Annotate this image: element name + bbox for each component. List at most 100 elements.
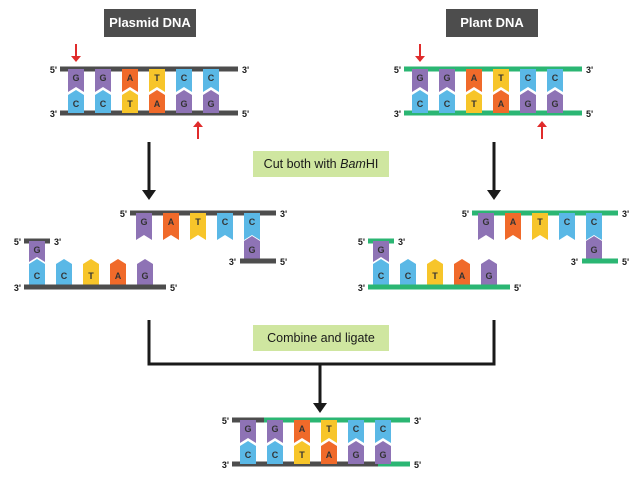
- plant-left-top-base: [373, 241, 389, 262]
- plant-site-bottom-base: [547, 90, 563, 113]
- product-bottom-base-letter: G: [379, 450, 386, 460]
- plasmid-right-top-base-letter: T: [195, 217, 201, 227]
- plant-site-bottom-base-letter: T: [471, 99, 477, 109]
- plasmid-right-top-base-letter: C: [249, 217, 256, 227]
- plasmid-left-top-5-end: 5': [14, 237, 21, 247]
- plasmid-right-top-base-letter: C: [222, 217, 229, 227]
- plasmid-left-bottom-base-letter: G: [141, 271, 148, 281]
- plant-site-bottom-base-letter: C: [417, 99, 424, 109]
- plant-left-bottom-base-letter: G: [485, 271, 492, 281]
- plant-left-bottom-base: [454, 259, 470, 285]
- plant-site-bottom-3-end: 3': [394, 109, 401, 119]
- plasmid-site-top-base-letter: C: [208, 73, 215, 83]
- plant-right-bottom-base-letter: G: [590, 245, 597, 255]
- product-bottom-3-end: 3': [222, 460, 229, 470]
- plant-site-bottom-base-letter: G: [551, 99, 558, 109]
- plant-left-top-3-end: 3': [398, 237, 405, 247]
- plasmid-site-bottom-base-letter: C: [100, 99, 107, 109]
- plasmid-right-top-base-letter: G: [140, 217, 147, 227]
- plant-site-bottom-5-end: 5': [586, 109, 593, 119]
- plasmid-left-bottom-base: [29, 259, 45, 285]
- plasmid-site-bottom-base-letter: A: [154, 99, 161, 109]
- plant-site-top-base-letter: G: [443, 73, 450, 83]
- plasmid-left-bottom-base: [110, 259, 126, 285]
- plasmid-left-bottom-base-letter: A: [115, 271, 122, 281]
- plasmid-left-top-3-end: 3': [54, 237, 61, 247]
- plant-right-top-base: [586, 213, 602, 240]
- plasmid-right-bottom-base-letter: G: [248, 245, 255, 255]
- plasmid-site-top-base: [95, 69, 111, 92]
- plant-cut-arrow-head: [487, 190, 501, 200]
- plant-left-top-5-end: 5': [358, 237, 365, 247]
- plant-site-bottom-base-letter: A: [498, 99, 505, 109]
- plasmid-site-top-base: [203, 69, 219, 92]
- plant-right-top-base-letter: C: [564, 217, 571, 227]
- plasmid-cut-arrow-head: [142, 190, 156, 200]
- plasmid-site-top-5-end: 5': [50, 65, 57, 75]
- product-bottom-base: [375, 441, 391, 464]
- plant-site-top-base: [520, 69, 536, 92]
- plant-site-top-base: [412, 69, 428, 92]
- plasmid-site-top-base-letter: G: [72, 73, 79, 83]
- plant-site-bottom-base-letter: C: [444, 99, 451, 109]
- plasmid-site-bottom-base-letter: G: [207, 99, 214, 109]
- plasmid-right-bottom-5-end: 5': [280, 257, 287, 267]
- plasmid-right-bottom-3-end: 3': [229, 257, 236, 267]
- plasmid-site-bottom-base: [122, 90, 138, 113]
- plant-site-bottom-base: [493, 90, 509, 113]
- plant-site-top-base-letter: C: [552, 73, 559, 83]
- plant-site-bottom-base: [520, 90, 536, 113]
- product-bottom-base: [267, 441, 283, 464]
- plant-left-bottom-strand: [368, 284, 510, 290]
- plant-right-top-base: [505, 213, 521, 240]
- product-bottom-5-end: 5': [414, 460, 421, 470]
- plasmid-left-bottom-5-end: 5': [170, 283, 177, 293]
- plasmid-site-top-base: [68, 69, 84, 92]
- plant-site-bottom-base: [412, 90, 428, 113]
- plant-site-top-cut-arrow-head: [415, 56, 425, 62]
- plant-left-bottom-3-end: 3': [358, 283, 365, 293]
- product-top-base-letter: T: [326, 424, 332, 434]
- product-bottom-base: [240, 441, 256, 464]
- plasmid-left-bottom-base-letter: C: [61, 271, 68, 281]
- combine-step-label: Combine and ligate: [253, 325, 389, 351]
- plasmid-site-top-3-end: 3': [242, 65, 249, 75]
- cut-step-enzyme: Bam: [340, 157, 366, 171]
- plasmid-left-bottom-base-letter: C: [34, 271, 41, 281]
- plasmid-site-top-base-letter: A: [127, 73, 134, 83]
- plant-site-top-5-end: 5': [394, 65, 401, 75]
- plasmid-site-bottom-base-letter: C: [73, 99, 80, 109]
- combine-arrow-head: [313, 403, 327, 413]
- product-top-3-end: 3': [414, 416, 421, 426]
- plant-right-top-base-letter: C: [591, 217, 598, 227]
- plant-site-top-base-letter: T: [498, 73, 504, 83]
- plasmid-right-top-base: [190, 213, 206, 240]
- plasmid-site-bottom-base-letter: G: [180, 99, 187, 109]
- product-bottom-base: [321, 441, 337, 464]
- plasmid-left-top-base-letter: G: [33, 245, 40, 255]
- plant-site-top-base: [547, 69, 563, 92]
- product-top-base: [375, 420, 391, 443]
- product-bottom-base: [294, 441, 310, 464]
- plasmid-right-top-base: [217, 213, 233, 240]
- plant-left-bottom-base: [481, 259, 497, 285]
- plasmid-right-bottom-base: [244, 236, 260, 259]
- plant-site-top-base-letter: A: [471, 73, 478, 83]
- plasmid-left-bottom-base-letter: T: [88, 271, 94, 281]
- product-bottom-base-letter: C: [272, 450, 279, 460]
- product-top-base-letter: C: [380, 424, 387, 434]
- combine-connector: [147, 320, 496, 366]
- plant-right-top-base-letter: T: [537, 217, 543, 227]
- plasmid-site-bottom-cut-arrow-head: [193, 121, 203, 127]
- plasmid-dna-title: Plasmid DNA: [104, 9, 196, 37]
- plant-site-top-base: [493, 69, 509, 92]
- plasmid-right-bottom-stub: [240, 258, 276, 264]
- plant-right-top-base-letter: G: [482, 217, 489, 227]
- plant-left-bottom-base-letter: C: [378, 271, 385, 281]
- plasmid-site-bottom-base: [176, 90, 192, 113]
- product-top-5-end: 5': [222, 416, 229, 426]
- product-top-base: [321, 420, 337, 443]
- product-bottom-base-letter: T: [299, 450, 305, 460]
- plant-site-top-base: [466, 69, 482, 92]
- plasmid-site-top-cut-arrow-head: [71, 56, 81, 62]
